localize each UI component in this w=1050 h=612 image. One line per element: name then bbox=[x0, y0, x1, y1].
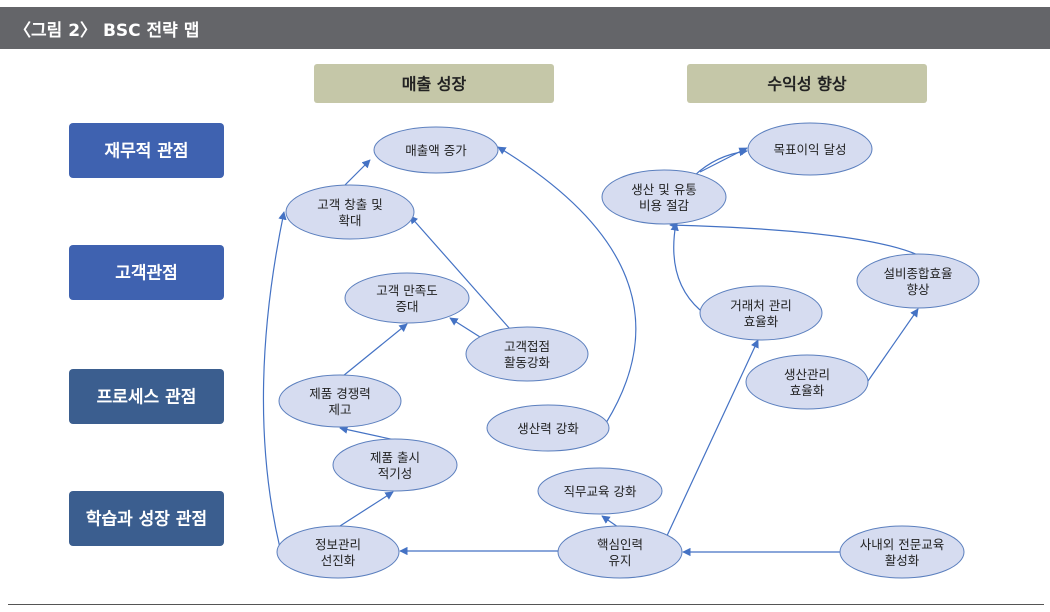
node-external-education-text: 사내외 전문교육 bbox=[860, 537, 944, 552]
node-oee-text: 향상 bbox=[906, 282, 930, 297]
node-customer-creation-text: 확대 bbox=[338, 213, 361, 228]
node-external-education-text: 활성화 bbox=[885, 553, 920, 568]
node-customer-satisfaction-text: 고객 만족도 bbox=[376, 283, 437, 298]
node-sales-increase-shape bbox=[373, 126, 499, 174]
arrow-info-management-to-customer-creation bbox=[262, 211, 287, 549]
node-productivity-shape bbox=[486, 404, 610, 452]
perspective-learning-label: 학습과 성장 관점 bbox=[86, 510, 207, 530]
perspective-process-box: 프로세스 관점 bbox=[69, 369, 224, 424]
node-info-management-text: 정보관리 bbox=[315, 537, 361, 552]
theme-revenue-banner: 매출 성장 bbox=[314, 64, 554, 103]
node-supplier-efficiency-shape bbox=[699, 285, 823, 341]
node-cost-reduction-shape bbox=[601, 169, 727, 225]
node-customer-creation-shape bbox=[285, 184, 415, 240]
node-oee-shape bbox=[856, 253, 980, 309]
node-production-efficiency-text: 효율화 bbox=[790, 383, 825, 398]
node-product-competitiveness-shape bbox=[278, 374, 402, 428]
arrow-cost-reduction-to-profit-goal-2 bbox=[693, 147, 748, 177]
node-profit-goal-text: 목표이익 달성 bbox=[774, 142, 847, 157]
node-customer-contact-text: 활동강화 bbox=[504, 355, 551, 370]
node-info-management-text: 선진화 bbox=[321, 553, 356, 568]
theme-revenue-label: 매출 성장 bbox=[402, 75, 467, 94]
node-key-talent-shape bbox=[557, 525, 683, 579]
node-productivity: 생산력 강화 bbox=[486, 404, 610, 452]
arrow-customer-contact-to-customer-satisfaction bbox=[449, 317, 481, 338]
node-key-talent-text: 핵심인력 bbox=[597, 537, 643, 552]
node-supplier-efficiency-text: 효율화 bbox=[744, 314, 779, 329]
arrow-key-talent-to-supplier-efficiency bbox=[664, 339, 759, 541]
figure-title: 〈그림 2〉 BSC 전략 맵 bbox=[14, 21, 200, 41]
arrow-customer-contact-to-customer-creation bbox=[409, 215, 511, 330]
node-profit-goal: 목표이익 달성 bbox=[747, 122, 873, 176]
node-supplier-efficiency-text: 거래처 관리 bbox=[730, 298, 791, 313]
perspective-financial-label: 재무적 관점 bbox=[104, 142, 188, 162]
node-product-launch-text: 적기성 bbox=[378, 466, 413, 481]
arrow-oee-to-cost-reduction bbox=[669, 221, 919, 256]
node-info-management-shape bbox=[276, 525, 400, 579]
figure-header: 〈그림 2〉 BSC 전략 맵 bbox=[0, 7, 1050, 49]
node-productivity-text: 생산력 강화 bbox=[517, 421, 579, 436]
arrow-key-talent-to-job-training bbox=[601, 515, 619, 528]
arrow-customer-creation-to-sales-increase bbox=[344, 159, 371, 186]
node-product-competitiveness-text: 제품 경쟁력 bbox=[309, 386, 370, 401]
node-customer-contact-shape bbox=[465, 326, 589, 382]
node-oee-text: 설비종합효율 bbox=[883, 266, 952, 281]
node-production-efficiency-shape bbox=[745, 354, 869, 410]
bottom-rule bbox=[8, 604, 1044, 605]
node-product-launch-shape bbox=[332, 438, 458, 492]
node-product-competitiveness-text: 제고 bbox=[328, 402, 351, 417]
arrow-productivity-to-sales-increase bbox=[497, 146, 637, 424]
theme-profit-banner: 수익성 향상 bbox=[687, 64, 927, 103]
perspective-customer-box: 고객관점 bbox=[69, 245, 224, 300]
node-job-training-shape bbox=[537, 467, 663, 515]
node-job-training: 직무교육 강화 bbox=[537, 467, 663, 515]
node-external-education-shape bbox=[839, 525, 965, 579]
node-customer-contact-text: 고객접점 bbox=[504, 339, 550, 354]
node-sales-increase-text: 매출액 증가 bbox=[405, 143, 467, 158]
perspective-financial-box: 재무적 관점 bbox=[69, 123, 224, 178]
node-cost-reduction-text: 생산 및 유통 bbox=[631, 182, 696, 197]
arrow-product-launch-to-product-competitiveness bbox=[339, 425, 396, 441]
arrow-product-competitiveness-to-customer-satisfaction bbox=[342, 323, 408, 377]
node-customer-satisfaction-text: 증대 bbox=[395, 299, 418, 314]
theme-profit-label: 수익성 향상 bbox=[767, 75, 846, 94]
arrow-production-efficiency-to-oee bbox=[867, 308, 919, 382]
node-production-efficiency-text: 생산관리 bbox=[784, 367, 830, 382]
node-product-launch-text: 제품 출시 bbox=[370, 450, 420, 465]
perspective-learning-box: 학습과 성장 관점 bbox=[69, 491, 224, 546]
node-profit-goal-shape bbox=[747, 122, 873, 176]
node-sales-increase: 매출액 증가 bbox=[373, 126, 499, 174]
node-cost-reduction-text: 비용 절감 bbox=[639, 198, 689, 213]
perspective-customer-label: 고객관점 bbox=[115, 264, 178, 284]
perspective-process-label: 프로세스 관점 bbox=[97, 388, 197, 408]
arrow-info-management-to-product-launch bbox=[339, 491, 394, 527]
node-job-training-text: 직무교육 강화 bbox=[564, 484, 637, 499]
node-key-talent-text: 유지 bbox=[608, 553, 631, 568]
node-customer-satisfaction-shape bbox=[344, 272, 470, 324]
arrow-supplier-efficiency-to-cost-reduction bbox=[670, 222, 701, 311]
node-customer-creation-text: 고객 창출 및 bbox=[317, 197, 382, 212]
node-customer-creation: 고객 창출 및확대 bbox=[285, 184, 415, 240]
